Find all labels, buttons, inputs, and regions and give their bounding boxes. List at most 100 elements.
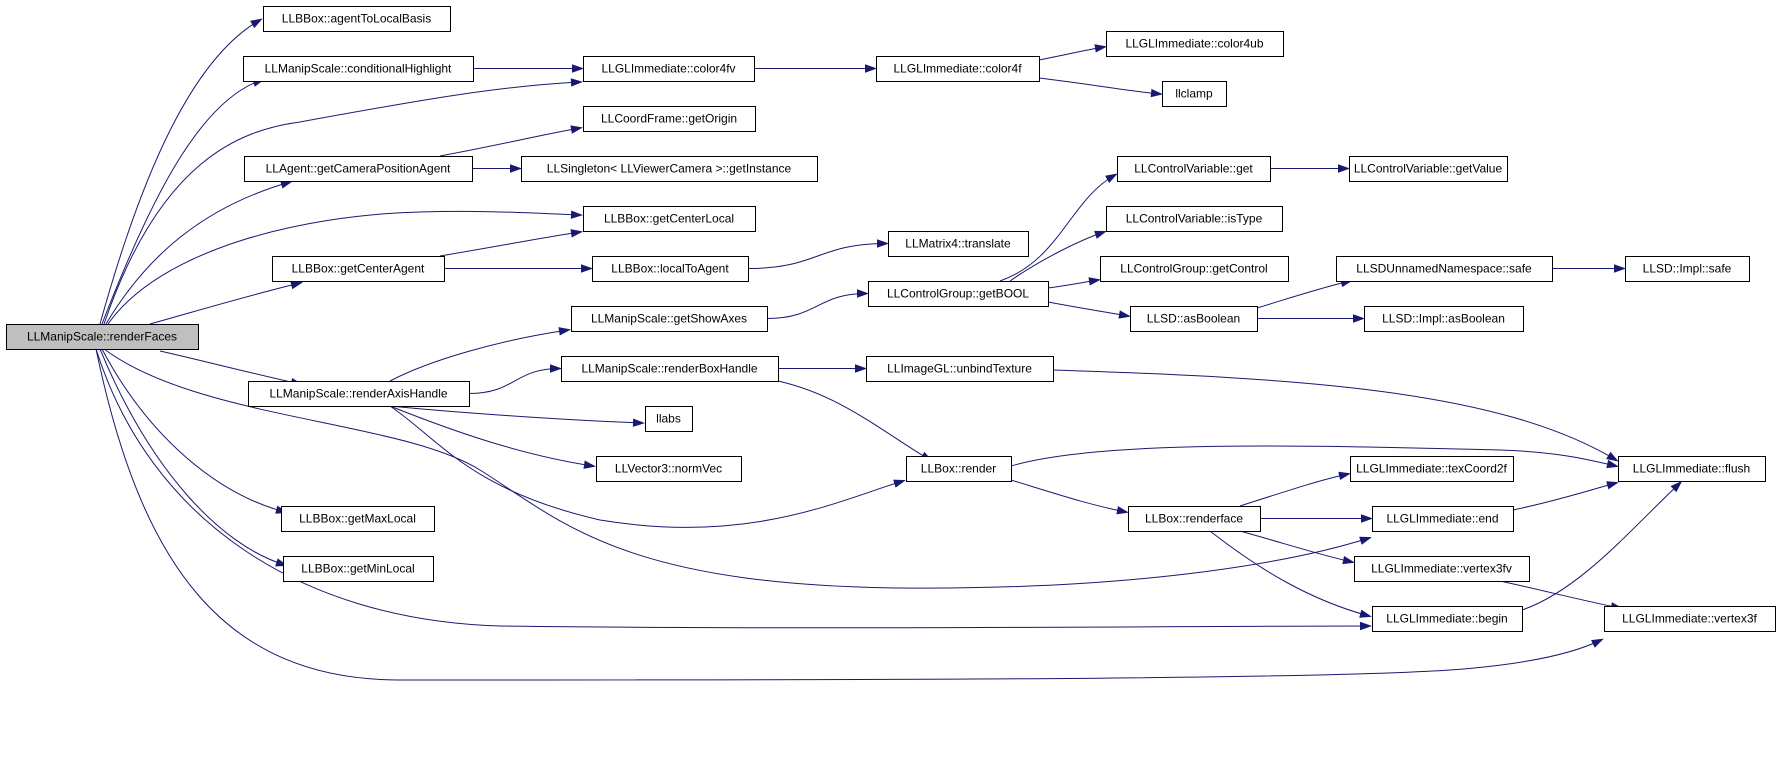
node-color4ub[interactable]: LLGLImmediate::color4ub <box>1106 31 1284 57</box>
node-cvGet[interactable]: LLControlVariable::get <box>1117 156 1271 182</box>
node-asBoolean[interactable]: LLSD::asBoolean <box>1130 306 1258 332</box>
edge-renderAxisHandle-to-renderBoxHandle <box>468 364 563 394</box>
node-llabs[interactable]: llabs <box>645 406 693 432</box>
arrowhead <box>581 264 594 273</box>
edge-line <box>99 19 261 325</box>
node-box <box>281 506 435 532</box>
node-getInstance[interactable]: LLSingleton< LLViewerCamera >::getInstan… <box>521 156 818 182</box>
node-llclamp[interactable]: llclamp <box>1162 81 1227 107</box>
node-box <box>571 306 768 332</box>
node-renderface[interactable]: LLBox::renderface <box>1128 506 1261 532</box>
node-label: LLBBox::getMinLocal <box>301 562 414 576</box>
node-box <box>1618 456 1766 482</box>
edge-glBegin-to-flush <box>1521 480 1683 611</box>
arrowhead <box>1359 536 1372 545</box>
arrowhead <box>1088 277 1101 286</box>
edges-layer <box>95 18 1683 681</box>
node-box <box>283 556 434 582</box>
node-getCenterLocal[interactable]: LLBBox::getCenterLocal <box>583 206 756 232</box>
node-agentToLocalBasis[interactable]: LLBBox::agentToLocalBasis <box>263 6 451 32</box>
node-glEnd[interactable]: LLGLImmediate::end <box>1372 506 1514 532</box>
node-box <box>1162 81 1227 107</box>
node-vertex3fv[interactable]: LLGLImmediate::vertex3fv <box>1354 556 1530 582</box>
arrowhead <box>1338 471 1351 480</box>
node-label: llabs <box>656 412 681 426</box>
edge-line <box>439 127 581 157</box>
arrowhead <box>632 418 646 427</box>
arrowhead <box>893 479 906 488</box>
node-glBegin[interactable]: LLGLImmediate::begin <box>1372 606 1523 632</box>
node-label: LLControlVariable::isType <box>1126 212 1263 226</box>
node-unbindTexture[interactable]: LLImageGL::unbindTexture <box>866 356 1054 382</box>
node-box <box>6 324 199 350</box>
node-getMinLocal[interactable]: LLBBox::getMinLocal <box>283 556 434 582</box>
node-getBOOL[interactable]: LLControlGroup::getBOOL <box>868 281 1049 307</box>
node-implAsBoolean[interactable]: LLSD::Impl::asBoolean <box>1364 306 1524 332</box>
node-cvGetValue[interactable]: LLControlVariable::getValue <box>1349 156 1508 182</box>
node-box <box>1117 156 1271 182</box>
node-implSafe[interactable]: LLSD::Impl::safe <box>1625 256 1750 282</box>
edge-line <box>1038 46 1105 61</box>
node-conditionalHighlight[interactable]: LLManipScale::conditionalHighlight <box>243 56 474 82</box>
node-label: LLSingleton< LLViewerCamera >::getInstan… <box>547 162 792 176</box>
arrowhead <box>510 164 523 173</box>
arrowhead <box>855 364 868 373</box>
edge-glEnd-to-flush <box>1512 481 1619 511</box>
arrowhead <box>877 239 890 248</box>
node-texCoord2f[interactable]: LLGLImmediate::texCoord2f <box>1350 456 1514 482</box>
node-label: LLBBox::getCenterAgent <box>292 262 425 276</box>
edge-getBOOL-to-getControl <box>1047 277 1101 289</box>
edge-sdnsSafe-to-implSafe <box>1552 264 1627 273</box>
node-boxRender[interactable]: LLBox::render <box>906 456 1012 482</box>
edge-asBoolean-to-implAsBoolean <box>1257 314 1366 323</box>
arrowhead <box>1591 638 1604 648</box>
node-getCameraPositionAgent[interactable]: LLAgent::getCameraPositionAgent <box>244 156 473 182</box>
node-label: LLCoordFrame::getOrigin <box>601 112 737 126</box>
edge-renderface-to-glBegin <box>1209 530 1372 618</box>
edge-line <box>101 79 263 325</box>
node-translate[interactable]: LLMatrix4::translate <box>888 231 1029 257</box>
node-box <box>583 56 755 82</box>
node-box <box>592 256 749 282</box>
node-label: LLBox::renderface <box>1145 512 1243 526</box>
arrowhead <box>570 125 583 134</box>
edge-root-to-conditionalHighlight <box>101 78 265 325</box>
edge-getCameraPositionAgent-to-getOrigin <box>439 125 583 157</box>
node-label: LLControlGroup::getControl <box>1120 262 1267 276</box>
node-flush[interactable]: LLGLImmediate::flush <box>1618 456 1766 482</box>
edge-renderAxisHandle-to-normVec <box>389 405 596 469</box>
node-box <box>876 56 1040 82</box>
node-renderBoxHandle[interactable]: LLManipScale::renderBoxHandle <box>561 356 779 382</box>
node-label: LLSDUnnamedNamespace::safe <box>1356 262 1532 276</box>
node-getControl[interactable]: LLControlGroup::getControl <box>1100 256 1289 282</box>
node-label: LLSD::Impl::asBoolean <box>1382 312 1505 326</box>
edge-renderface-to-texCoord2f <box>1239 471 1351 507</box>
node-localToAgent[interactable]: LLBBox::localToAgent <box>592 256 749 282</box>
node-box <box>1364 306 1524 332</box>
node-sdnsSafe[interactable]: LLSDUnnamedNamespace::safe <box>1336 256 1553 282</box>
node-vertex3f[interactable]: LLGLImmediate::vertex3f <box>1604 606 1776 632</box>
node-getShowAxes[interactable]: LLManipScale::getShowAxes <box>571 306 768 332</box>
edge-root-to-getMaxLocal <box>101 348 288 514</box>
node-label: LLGLImmediate::texCoord2f <box>1356 462 1507 476</box>
node-box <box>1350 456 1514 482</box>
node-renderAxisHandle[interactable]: LLManipScale::renderAxisHandle <box>248 381 470 407</box>
edge-line <box>1010 445 1617 467</box>
edge-renderAxisHandle-to-getShowAxes <box>389 327 571 382</box>
node-box <box>1372 506 1514 532</box>
node-root[interactable]: LLManipScale::renderFaces <box>6 324 199 350</box>
arrowhead <box>865 64 878 73</box>
node-getCenterAgent[interactable]: LLBBox::getCenterAgent <box>272 256 445 282</box>
node-label: LLManipScale::conditionalHighlight <box>265 62 452 76</box>
node-getOrigin[interactable]: LLCoordFrame::getOrigin <box>583 106 756 132</box>
node-color4f[interactable]: LLGLImmediate::color4f <box>876 56 1040 82</box>
edge-line <box>777 380 931 461</box>
arrowhead <box>583 460 596 469</box>
edge-line <box>103 348 1370 589</box>
node-color4fv[interactable]: LLGLImmediate::color4fv <box>583 56 755 82</box>
arrowhead <box>1360 621 1373 631</box>
node-normVec[interactable]: LLVector3::normVec <box>596 456 742 482</box>
arrowhead <box>1359 609 1372 618</box>
node-getMaxLocal[interactable]: LLBBox::getMaxLocal <box>281 506 435 532</box>
node-isType[interactable]: LLControlVariable::isType <box>1106 206 1283 232</box>
